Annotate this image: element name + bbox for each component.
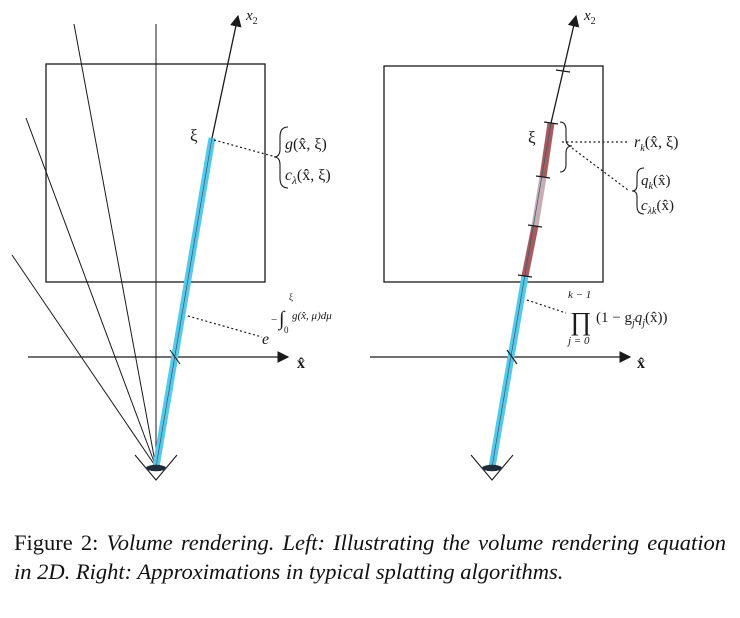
exp-upper-limit: ξ xyxy=(289,292,293,302)
right-panel: ξ rk(x̂, ξ) qk(x̂) cλk(x̂) k − 1 ∏ j = 0… xyxy=(370,8,678,481)
xi-label: ξ xyxy=(528,128,536,147)
ray-centerline xyxy=(155,137,213,468)
exp-minus: − xyxy=(271,314,277,326)
segment-ticks xyxy=(506,69,571,365)
ray-centerline xyxy=(491,122,552,468)
splat-segment xyxy=(531,176,547,227)
fan-ray xyxy=(11,254,157,468)
segment-tick xyxy=(543,121,559,125)
x2-axis-label: x2 xyxy=(583,8,596,27)
exp-base: e xyxy=(262,331,269,348)
x2-axis-label: x2 xyxy=(245,8,258,27)
x2-axis xyxy=(211,14,242,139)
splat-segment xyxy=(521,225,539,277)
fan-ray xyxy=(25,117,157,468)
integral-sign: ∫ xyxy=(277,308,286,331)
caption-label: Figure 2: xyxy=(14,530,107,555)
axis-tick xyxy=(506,349,518,365)
ray-fan xyxy=(11,23,157,468)
xi-label: ξ xyxy=(190,126,198,145)
segment-tick xyxy=(527,224,543,228)
axis-tick xyxy=(169,349,181,365)
caption-text: Volume rendering. Left: Illustrating the… xyxy=(14,530,726,584)
eye-icon xyxy=(134,454,178,481)
curly-brace-right xyxy=(631,167,645,215)
prod-upper-limit: k − 1 xyxy=(568,289,591,301)
volume-box xyxy=(383,65,604,283)
c-lambda-label: cλ(x̂, ξ) xyxy=(285,167,331,187)
segment-tick xyxy=(535,175,551,179)
product-dotted-leader xyxy=(526,299,567,314)
g-label: g(x̂, ξ) xyxy=(285,136,327,153)
prod-expression: (1 − gjqj(x̂)) xyxy=(596,310,668,329)
attenuation-dotted-leader xyxy=(187,315,263,338)
eye-icon xyxy=(470,454,514,481)
curly-brace xyxy=(273,126,289,189)
left-panel: ξ g(x̂, ξ) cλ(x̂, ξ) e − ∫ ξ 0 g(x̂, μ)d… xyxy=(11,8,332,481)
xi-dotted-leader xyxy=(213,139,277,158)
q-label: qk(x̂) xyxy=(641,173,670,192)
segment-tick xyxy=(555,69,571,73)
volume-rendering-figure: ξ g(x̂, ξ) cλ(x̂, ξ) e − ∫ ξ 0 g(x̂, μ)d… xyxy=(11,8,678,481)
x2-axis xyxy=(550,14,580,124)
r-label: rk(x̂, ξ) xyxy=(634,134,678,154)
q-dotted-leader xyxy=(571,147,629,191)
c-lambda-k-label: cλk(x̂) xyxy=(641,198,674,217)
prod-lower-limit: j = 0 xyxy=(566,335,590,347)
fan-ray xyxy=(73,23,157,468)
figure-caption: Figure 2: Volume rendering. Left: Illust… xyxy=(14,528,726,586)
volume-box xyxy=(45,63,266,283)
exp-lower-limit: 0 xyxy=(284,325,289,335)
segment-tick xyxy=(517,274,533,278)
curly-brace xyxy=(559,121,573,173)
x-axis-label: x̂ xyxy=(637,355,645,372)
exp-integrand: g(x̂, μ)dμ xyxy=(292,310,332,322)
prod-symbol: ∏ xyxy=(570,307,591,336)
x-axis-label: x̂ xyxy=(297,355,305,372)
